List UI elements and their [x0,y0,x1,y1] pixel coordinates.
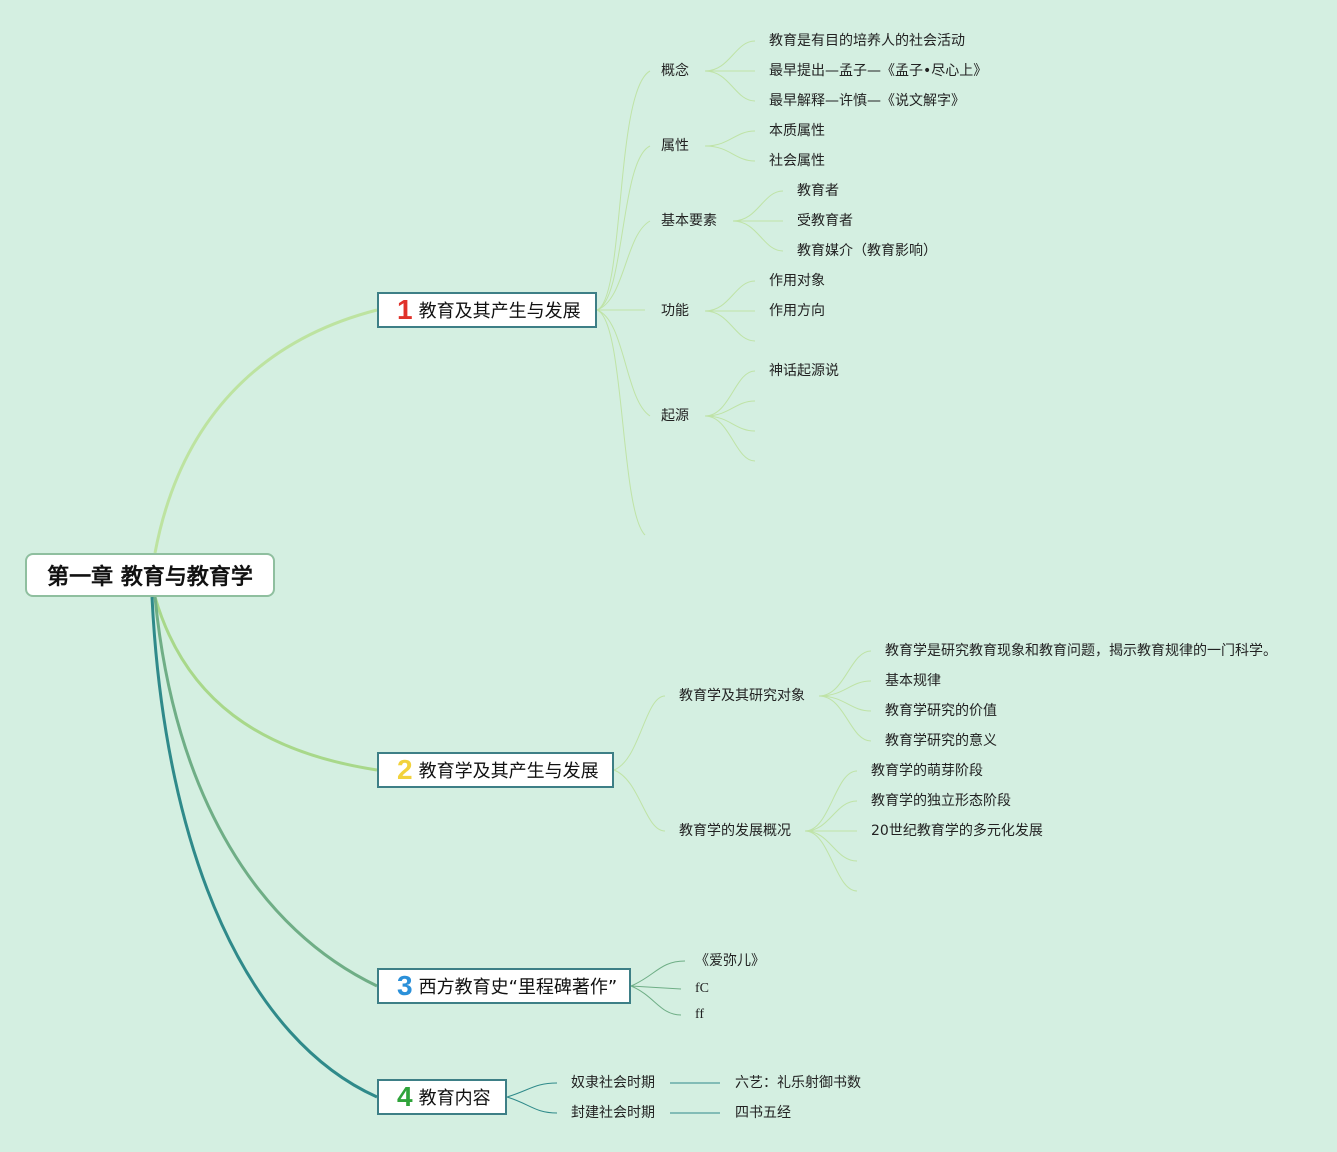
leaf-node[interactable]: 神话起源说 [769,363,839,379]
topic-node-3[interactable]: 3 西方教育史“里程碑著作” [377,968,631,1004]
leaf-node[interactable]: 20世纪教育学的多元化发展 [871,823,1043,839]
root-node[interactable]: 第一章 教育与教育学 [25,553,275,597]
leaf-node[interactable]: 作用对象 [769,273,825,289]
number-icon-2: 2 [397,754,413,785]
leaf-node[interactable]: 六艺：礼乐射御书数 [735,1075,861,1091]
topic-label-3: 西方教育史“里程碑著作” [418,977,618,998]
leaf-node[interactable]: 本质属性 [769,123,825,139]
topic-label-2: 教育学及其产生与发展 [418,761,599,782]
subnode-feudal-society[interactable]: 封建社会时期 [571,1105,655,1121]
leaf-node[interactable]: 作用方向 [769,303,825,319]
leaf-node[interactable]: 教育学研究的意义 [885,733,997,749]
leaf-node[interactable]: 最早解释—许慎—《说文解字》 [769,93,965,109]
leaf-node[interactable]: 受教育者 [797,213,853,229]
topic-node-4[interactable]: 4 教育内容 [377,1079,507,1115]
subnode-function[interactable]: 功能 [661,303,689,319]
branch-line-1 [153,308,378,554]
leaf-node[interactable]: ff [695,1007,705,1022]
leaf-node[interactable]: 教育媒介（教育影响） [797,243,937,259]
branch-line-3 [153,596,378,988]
leaf-node[interactable]: 社会属性 [769,153,825,169]
topic-node-1[interactable]: 1 教育及其产生与发展 [377,292,597,328]
leaf-node[interactable]: 《爱弥儿》 [695,953,765,969]
leaf-node[interactable]: 教育学研究的价值 [885,703,997,719]
subnode-basic-elements[interactable]: 基本要素 [661,213,717,229]
leaf-node[interactable]: 教育学是研究教育现象和教育问题，揭示教育规律的一门科学。 [885,643,1277,659]
subnode-origin[interactable]: 起源 [661,408,689,424]
subnode-attribute[interactable]: 属性 [661,138,689,154]
subnode-concept[interactable]: 概念 [661,63,689,79]
subnode-development[interactable]: 教育学的发展概况 [679,823,791,839]
number-icon-4: 4 [397,1081,413,1112]
topic-label-1: 教育及其产生与发展 [418,301,581,322]
number-icon-3: 3 [397,970,413,1001]
number-icon-1: 1 [397,294,413,325]
root-label: 第一章 教育与教育学 [47,565,253,590]
leaf-node[interactable]: 最早提出—孟子—《孟子•尽心上》 [769,63,988,79]
subnode-slave-society[interactable]: 奴隶社会时期 [571,1075,655,1091]
topic-label-4: 教育内容 [418,1088,491,1109]
leaf-node[interactable]: 教育是有目的培养人的社会活动 [769,33,965,49]
leaf-node[interactable]: 四书五经 [735,1105,791,1121]
leaf-node[interactable]: 教育者 [797,183,839,199]
leaf-node[interactable]: 教育学的独立形态阶段 [871,793,1011,809]
leaf-node[interactable]: 基本规律 [885,673,941,689]
leaf-node[interactable]: fC [695,981,709,996]
leaf-node[interactable]: 教育学的萌芽阶段 [871,763,983,779]
branch-line-4 [150,596,378,1099]
branch-line-2 [153,596,378,772]
subnode-research-object[interactable]: 教育学及其研究对象 [679,688,805,704]
topic-node-2[interactable]: 2 教育学及其产生与发展 [377,752,614,788]
